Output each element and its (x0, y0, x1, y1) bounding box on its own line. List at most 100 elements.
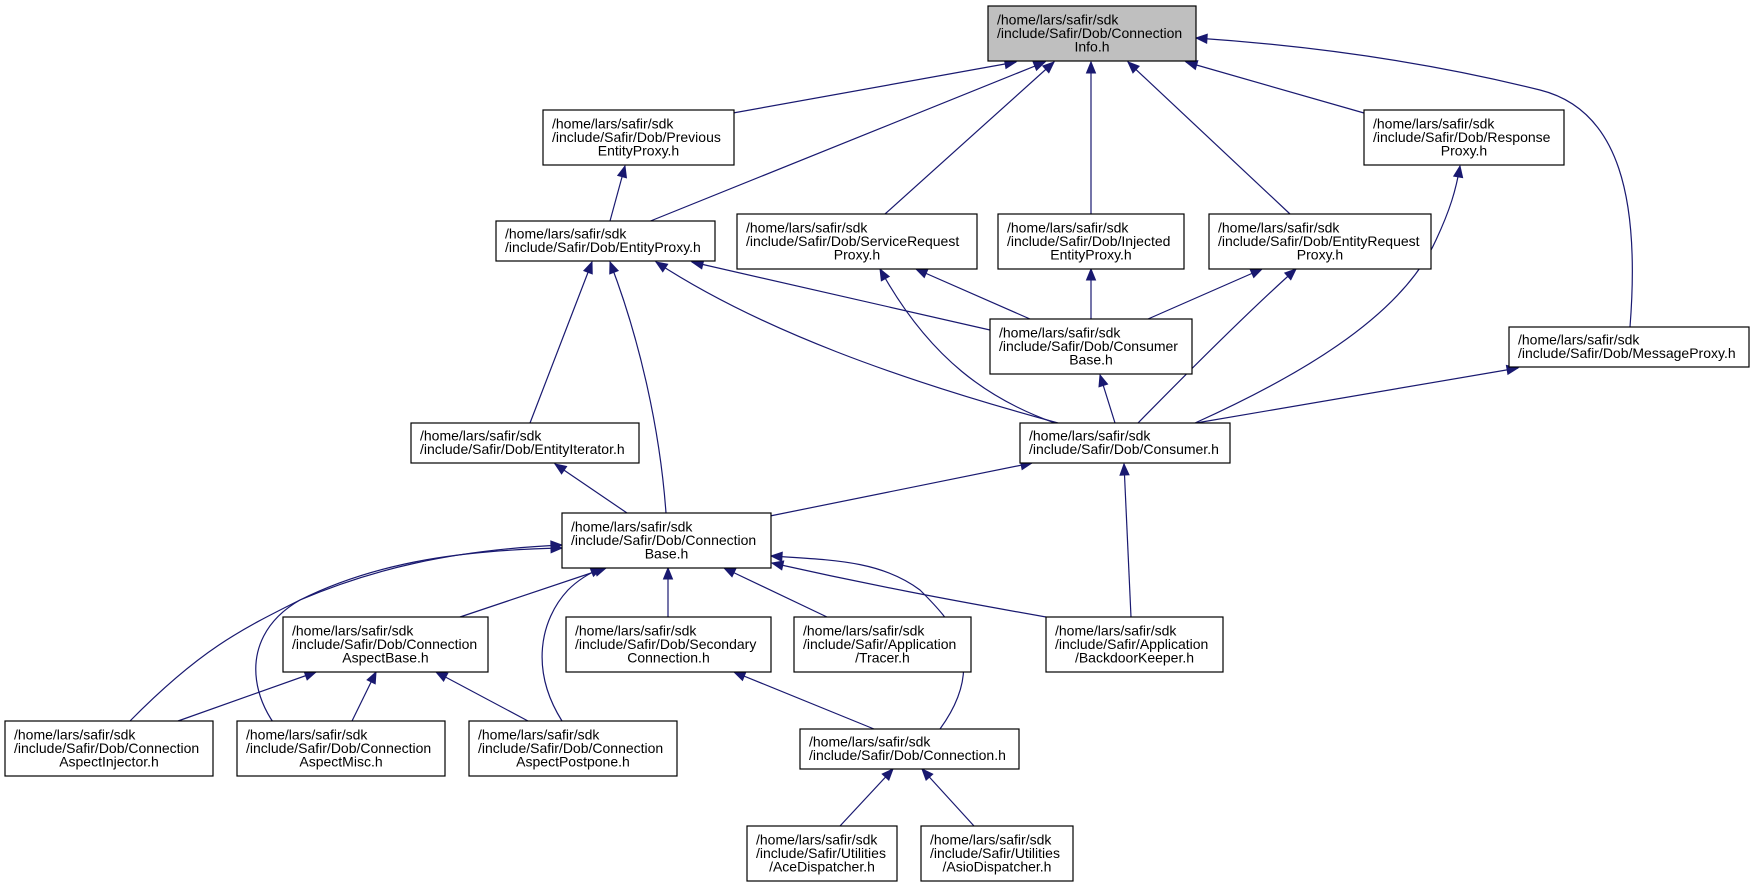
node-connection[interactable]: /home/lars/safir/sdk/include/Safir/Dob/C… (799, 728, 1020, 770)
node-asppost[interactable]: /home/lars/safir/sdk/include/Safir/Dob/C… (468, 720, 678, 777)
node-label-line: /home/lars/safir/sdk (997, 11, 1119, 27)
node-resp[interactable]: /home/lars/safir/sdk/include/Safir/Dob/R… (1363, 109, 1565, 166)
node-servreq[interactable]: /home/lars/safir/sdk/include/Safir/Dob/S… (736, 213, 978, 270)
node-entiter[interactable]: /home/lars/safir/sdk/include/Safir/Dob/E… (410, 422, 640, 464)
node-msgproxy[interactable]: /home/lars/safir/sdk/include/Safir/Dob/M… (1508, 326, 1750, 368)
node-label-line: /AceDispatcher.h (769, 858, 875, 874)
node-aspinj[interactable]: /home/lars/safir/sdk/include/Safir/Dob/C… (4, 720, 214, 777)
node-label-line: /home/lars/safir/sdk (930, 831, 1052, 847)
node-label-line: /home/lars/safir/sdk (756, 831, 878, 847)
edge-consbase-to-entreq (1147, 268, 1263, 320)
arrowhead-secondary-to-connbase (662, 566, 674, 580)
edge-aspinj-to-aspbase (177, 671, 317, 722)
node-label-line: Proxy.h (1297, 246, 1343, 262)
edge-consumer-to-entreq (1137, 268, 1297, 424)
edge-connection-to-connbase (770, 555, 965, 730)
node-tracer[interactable]: /home/lars/safir/sdk/include/Safir/Appli… (793, 616, 972, 673)
node-label-line: Base.h (1069, 351, 1113, 367)
edge-aspbase-to-connbase (459, 567, 607, 618)
node-ace[interactable]: /home/lars/safir/sdk/include/Safir/Utili… (746, 825, 898, 882)
node-label-line: /AsioDispatcher.h (943, 858, 1052, 874)
node-box (561, 512, 772, 569)
node-label-line: /include/Safir/Dob/Injected (1007, 233, 1170, 249)
node-box (565, 616, 772, 673)
edge-consbase-to-entproxy (691, 261, 991, 331)
node-label-line: /include/Safir/Dob/Response (1373, 129, 1551, 145)
node-label-line: AspectBase.h (342, 649, 428, 665)
node-secondary[interactable]: /home/lars/safir/sdk/include/Safir/Dob/S… (565, 616, 772, 673)
arrowhead-entproxy-to-root (1032, 61, 1047, 72)
node-label-line: EntityProxy.h (1050, 246, 1131, 262)
node-label-line: /home/lars/safir/sdk (1029, 428, 1151, 444)
node-aspbase[interactable]: /home/lars/safir/sdk/include/Safir/Dob/C… (282, 616, 489, 673)
edge-ace-to-connection (839, 768, 894, 827)
arrowhead-entproxy-to-prev (616, 164, 628, 179)
node-label-line: /home/lars/safir/sdk (1518, 332, 1640, 348)
node-box (236, 720, 446, 777)
node-consbase[interactable]: /home/lars/safir/sdk/include/Safir/Dob/C… (989, 318, 1193, 375)
node-asio[interactable]: /home/lars/safir/sdk/include/Safir/Utili… (920, 825, 1074, 882)
node-box (1363, 109, 1565, 166)
node-label-line: /include/Safir/Dob/Connection (478, 740, 663, 756)
node-consumer[interactable]: /home/lars/safir/sdk/include/Safir/Dob/C… (1019, 422, 1231, 464)
node-box (736, 213, 978, 270)
node-backdoor[interactable]: /home/lars/safir/sdk/include/Safir/Appli… (1045, 616, 1224, 673)
arrowhead-entiter-to-entproxy (582, 260, 593, 275)
node-box (1508, 326, 1750, 368)
arrowhead-injected-to-root (1085, 60, 1097, 74)
node-label-line: /include/Safir/Dob/Connection (571, 532, 756, 548)
node-entproxy[interactable]: /home/lars/safir/sdk/include/Safir/Dob/E… (495, 220, 716, 262)
node-prev[interactable]: /home/lars/safir/sdk/include/Safir/Dob/P… (542, 109, 735, 166)
node-box (793, 616, 972, 673)
node-label-line: /home/lars/safir/sdk (571, 518, 693, 534)
node-label-line: /include/Safir/Application (803, 636, 956, 652)
node-label-line: /home/lars/safir/sdk (246, 726, 368, 742)
node-label-line: /include/Safir/Utilities (756, 845, 886, 861)
edge-tracer-to-connbase (723, 567, 828, 618)
edge-prev-to-root (732, 61, 1017, 114)
node-connbase[interactable]: /home/lars/safir/sdk/include/Safir/Dob/C… (561, 512, 772, 569)
edge-connbase-to-entproxy (609, 261, 667, 514)
edge-consumer-to-entproxy (655, 261, 1059, 424)
node-box (468, 720, 678, 777)
edge-backdoor-to-consumer (1123, 463, 1132, 618)
node-label-line: /include/Safir/Dob/ServiceRequest (746, 233, 959, 249)
node-entreq[interactable]: /home/lars/safir/sdk/include/Safir/Dob/E… (1208, 213, 1432, 270)
node-label-line: /home/lars/safir/sdk (478, 726, 600, 742)
node-root[interactable]: /home/lars/safir/sdk/include/Safir/Dob/C… (987, 5, 1197, 62)
node-label-line: EntityProxy.h (598, 142, 679, 158)
node-label-line: /BackdoorKeeper.h (1075, 649, 1194, 665)
node-label-line: /home/lars/safir/sdk (1007, 219, 1129, 235)
edge-connbase-to-consumer (769, 462, 1033, 517)
node-label-line: /Tracer.h (855, 649, 910, 665)
edge-entreq-to-root (1127, 61, 1291, 215)
node-label-line: Proxy.h (834, 246, 880, 262)
arrowhead-backdoor-to-consumer (1119, 462, 1130, 476)
node-aspmisc[interactable]: /home/lars/safir/sdk/include/Safir/Dob/C… (236, 720, 446, 777)
arrowhead-asppost-to-aspbase (434, 671, 449, 683)
edge-asppost-to-aspbase (435, 671, 529, 722)
node-box (989, 318, 1193, 375)
node-label-line: /include/Safir/Dob/EntityIterator.h (420, 441, 625, 457)
arrowhead-msgproxy-to-root (1194, 33, 1208, 45)
node-label-line: Connection.h (627, 649, 710, 665)
arrowhead-asio-to-connection (921, 768, 934, 782)
arrowhead-consumer-to-entreq (1283, 268, 1297, 281)
arrowhead-backdoor-to-connbase (770, 560, 785, 571)
node-label-line: AspectPostpone.h (516, 753, 630, 769)
node-box (920, 825, 1074, 882)
arrowhead-consumer-to-resp (1452, 164, 1464, 179)
node-label-line: /include/Safir/Dob/Connection.h (809, 747, 1006, 763)
node-label-line: /include/Safir/Dob/Consumer.h (1029, 441, 1219, 457)
arrowhead-connbase-to-entiter (553, 463, 568, 475)
node-label-line: /include/Safir/Dob/MessageProxy.h (1518, 345, 1736, 361)
node-label-line: /home/lars/safir/sdk (575, 622, 697, 638)
node-label-line: /home/lars/safir/sdk (420, 428, 542, 444)
node-box (495, 220, 716, 262)
nodes-layer: /home/lars/safir/sdk/include/Safir/Dob/C… (4, 5, 1750, 882)
node-injected[interactable]: /home/lars/safir/sdk/include/Safir/Dob/I… (997, 213, 1185, 270)
node-box (746, 825, 898, 882)
arrowhead-aspinj-to-aspbase (303, 670, 318, 681)
edge-entiter-to-entproxy (529, 261, 593, 424)
